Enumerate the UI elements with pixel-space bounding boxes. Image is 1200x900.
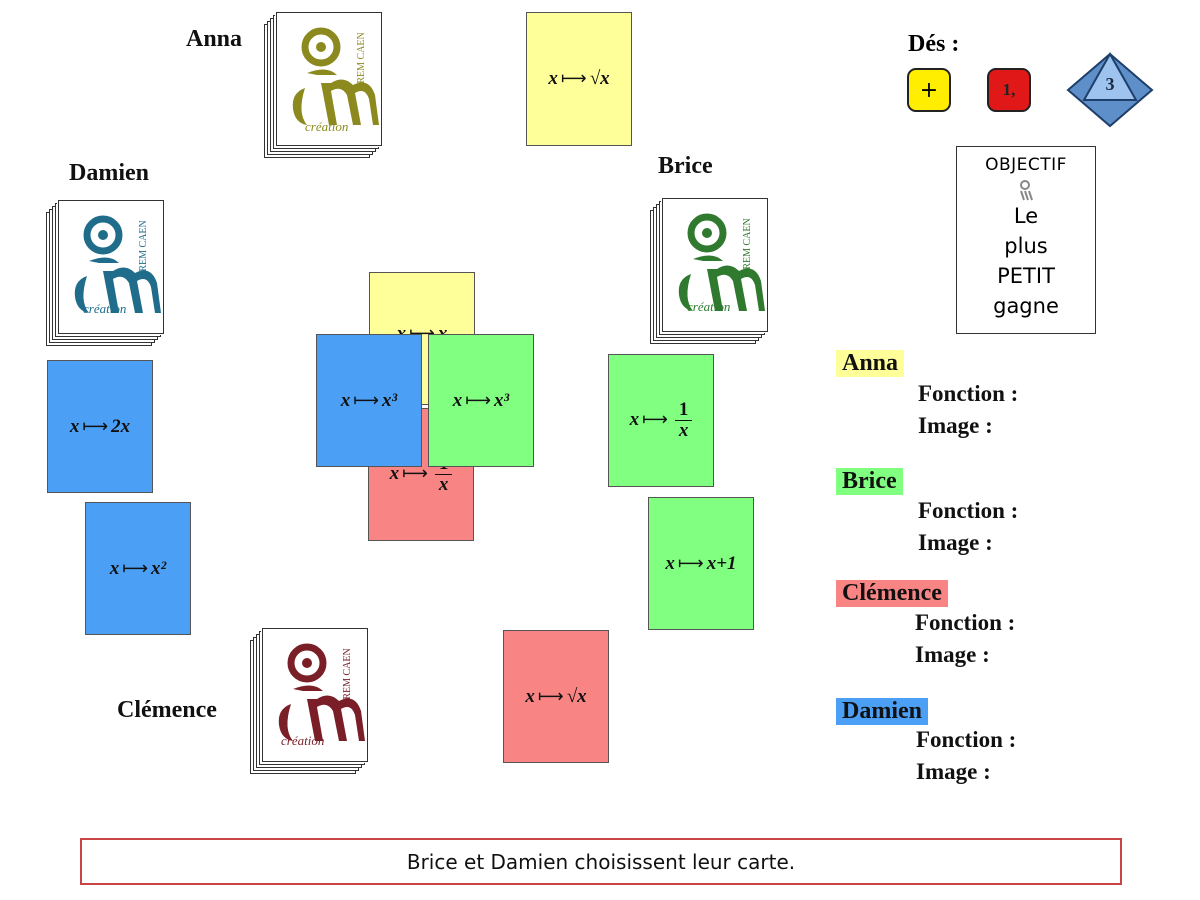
- deck-clemence[interactable]: création IREM CAEN: [250, 628, 368, 774]
- die-yellow-value: +: [919, 77, 939, 103]
- svg-text:IREM CAEN: IREM CAEN: [742, 218, 753, 273]
- svg-text:IREM CAEN: IREM CAEN: [356, 32, 367, 87]
- irem-caen-logo: création IREM CAEN: [74, 215, 161, 316]
- player-name-clemence: Clémence: [117, 697, 217, 723]
- die-red[interactable]: 1,: [987, 68, 1031, 112]
- objective-line: PETIT: [997, 264, 1055, 288]
- objective-box: OBJECTIF Le plus PETIT gagne: [956, 146, 1096, 334]
- die-yellow[interactable]: +: [907, 68, 951, 112]
- die-d8-value: 3: [1106, 74, 1115, 94]
- score-fonction-clemence: Fonction :: [915, 610, 1016, 635]
- svg-text:création: création: [687, 299, 730, 314]
- deck-brice[interactable]: création IREM CAEN: [650, 198, 768, 344]
- svg-text:création: création: [281, 733, 324, 748]
- svg-text:IREM CAEN: IREM CAEN: [342, 648, 353, 703]
- card-function: x⟼x+1: [665, 552, 737, 574]
- card-function: x⟼x³: [340, 389, 398, 411]
- svg-text:création: création: [305, 119, 348, 134]
- card-function: x⟼2x: [69, 415, 131, 437]
- objective-line: plus: [1004, 234, 1048, 258]
- dice-title: Dés :: [908, 31, 960, 57]
- player-name-anna: Anna: [186, 26, 243, 52]
- irem-caen-logo: création IREM CAEN: [678, 213, 765, 314]
- objective-line: Le: [1013, 204, 1039, 228]
- card-function: x⟼x²: [109, 557, 167, 579]
- score-fonction-anna: Fonction :: [918, 381, 1019, 406]
- deck-anna[interactable]: création IREM CAEN: [264, 12, 382, 158]
- card-center-green[interactable]: x⟼x³: [428, 334, 534, 467]
- player-name-damien: Damien: [69, 160, 149, 186]
- card-anna-played[interactable]: x⟼√x: [526, 12, 632, 146]
- objective-line: gagne: [993, 294, 1059, 318]
- card-damien-2[interactable]: x⟼x²: [85, 502, 191, 635]
- card-center-blue[interactable]: x⟼x³: [316, 334, 422, 467]
- card-function: x⟼x³: [452, 389, 510, 411]
- status-message: Brice et Damien choisissent leur carte.: [80, 838, 1122, 885]
- objective-title: OBJECTIF: [985, 155, 1067, 175]
- score-image-clemence: Image :: [915, 642, 990, 667]
- score-image-damien: Image :: [916, 759, 991, 784]
- score-label-damien: Damien: [836, 698, 928, 725]
- score-label-anna: Anna: [836, 350, 905, 377]
- card-brice-2[interactable]: x⟼x+1: [648, 497, 754, 630]
- score-label-clemence: Clémence: [836, 580, 948, 607]
- card-function: x⟼√x: [525, 685, 587, 707]
- irem-caen-logo: création IREM CAEN: [278, 643, 365, 748]
- score-label-brice: Brice: [836, 468, 903, 495]
- score-fonction-damien: Fonction :: [916, 727, 1017, 752]
- svg-text:IREM CAEN: IREM CAEN: [138, 220, 149, 275]
- player-name-brice: Brice: [658, 153, 713, 179]
- card-clemence-played[interactable]: x⟼√x: [503, 630, 609, 763]
- card-damien-1[interactable]: x⟼2x: [47, 360, 153, 493]
- irem-mini-logo: [1020, 180, 1033, 201]
- score-image-anna: Image :: [918, 413, 993, 438]
- deck-damien[interactable]: création IREM CAEN: [46, 200, 164, 346]
- die-d8[interactable]: 3: [1066, 52, 1154, 128]
- score-image-brice: Image :: [918, 530, 993, 555]
- score-fonction-brice: Fonction :: [918, 498, 1019, 523]
- card-function: x⟼√x: [548, 68, 610, 89]
- svg-text:création: création: [83, 301, 126, 316]
- irem-caen-logo: création IREM CAEN: [292, 27, 379, 134]
- die-red-value: 1,: [1002, 80, 1016, 99]
